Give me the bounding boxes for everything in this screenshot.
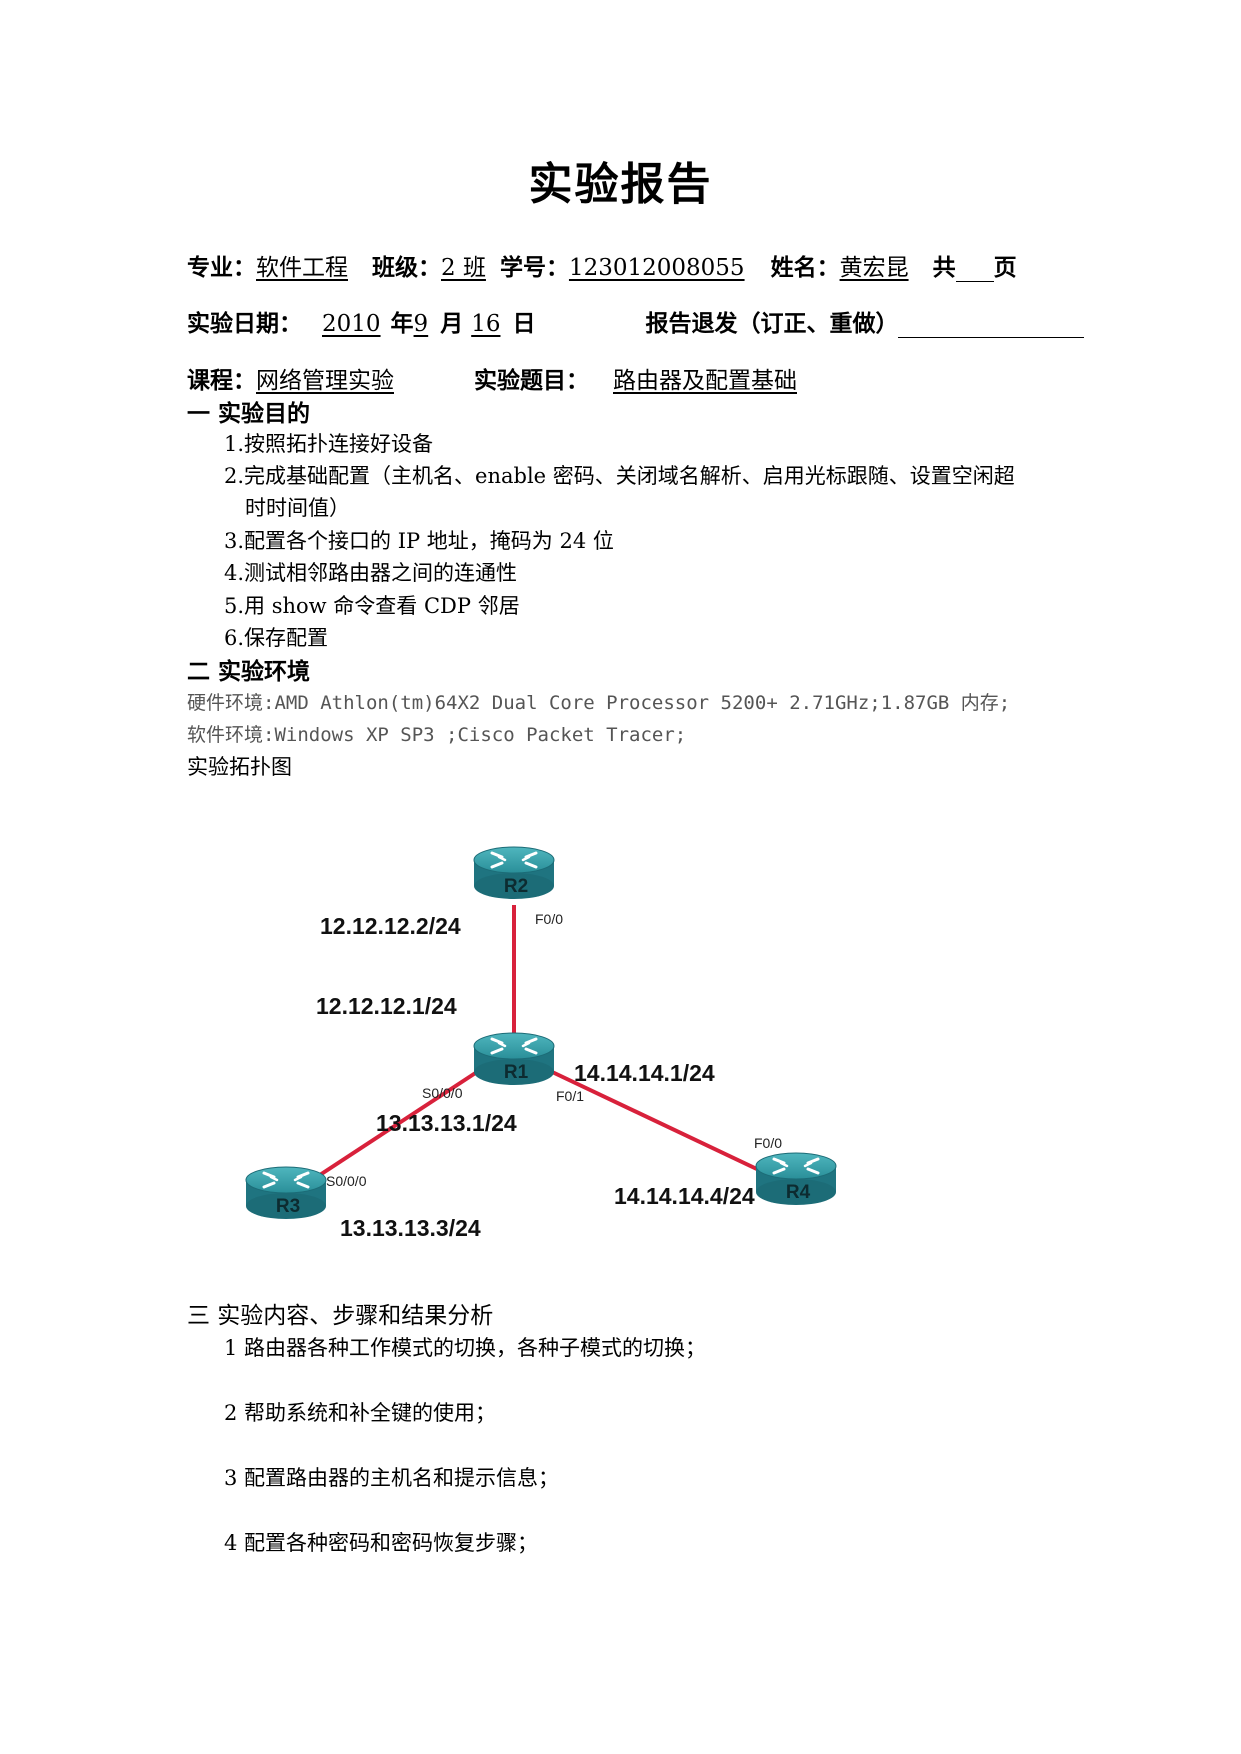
return-label: 报告退发（订正、重做） bbox=[645, 310, 899, 337]
objective-item-continued: 时时间值） bbox=[245, 496, 350, 520]
router-name-r3: R3 bbox=[276, 1196, 300, 1217]
port-r3-s000: S0/0/0 bbox=[326, 1173, 367, 1189]
date-month: 9 bbox=[413, 311, 429, 337]
router-name-r1: R1 bbox=[504, 1062, 529, 1083]
port-r4-f00: F0/0 bbox=[754, 1135, 782, 1151]
id-value: 123012008055 bbox=[568, 255, 745, 281]
objective-item: 1.按照拓扑连接好设备 bbox=[224, 432, 434, 456]
month-unit: 月 bbox=[440, 310, 464, 337]
major-label: 专业： bbox=[187, 254, 256, 281]
section2-heading: 二 实验环境 bbox=[187, 658, 311, 685]
router-name-r4: R4 bbox=[786, 1182, 811, 1203]
address-r3: 13.13.13.3/24 bbox=[340, 1215, 481, 1241]
id-label: 学号： bbox=[499, 254, 569, 281]
return-blank bbox=[898, 315, 1085, 338]
hardware-environment: 硬件环境:AMD Athlon(tm)64X2 Dual Core Proces… bbox=[187, 692, 1011, 714]
class-label: 班级： bbox=[372, 254, 441, 281]
date-year: 2010 bbox=[322, 311, 381, 337]
link-r1-r3 bbox=[298, 1068, 482, 1190]
address-r4: 14.14.14.4/24 bbox=[614, 1183, 755, 1209]
course-value: 网络管理实验 bbox=[256, 368, 394, 394]
address-r1-to-r3: 13.13.13.1/24 bbox=[376, 1110, 517, 1136]
report-title: 实验报告 bbox=[528, 159, 713, 210]
section3-heading: 三 实验内容、步骤和结果分析 bbox=[187, 1303, 494, 1329]
pages-pre-label: 共 bbox=[932, 254, 956, 281]
pages-blank bbox=[955, 259, 994, 282]
name-value: 黄宏昆 bbox=[839, 255, 909, 281]
port-r1-s000: S0/0/0 bbox=[422, 1085, 463, 1101]
port-r2-f00: F0/0 bbox=[535, 911, 563, 927]
date-label: 实验日期： bbox=[187, 310, 302, 337]
course-label: 课程： bbox=[187, 367, 256, 394]
class-value: 2 班 bbox=[441, 255, 486, 281]
objective-item: 4.测试相邻路由器之间的连通性 bbox=[224, 561, 518, 585]
content-item: 1 路由器各种工作模式的切换，各种子模式的切换； bbox=[224, 1336, 707, 1360]
pages-post-label: 页 bbox=[993, 254, 1017, 281]
address-r2: 12.12.12.2/24 bbox=[320, 913, 461, 939]
header-row-student: 专业：软件工程班级：2 班学号：123012008055 姓名：黄宏昆共 页 bbox=[187, 248, 1017, 282]
header-row-course: 课程：网络管理实验 实验题目： 路由器及配置基础 bbox=[187, 361, 821, 395]
address-r1-to-r4: 14.14.14.1/24 bbox=[574, 1060, 715, 1086]
section1-heading: 一 实验目的 bbox=[187, 400, 311, 427]
objective-item: 3.配置各个接口的 IP 地址，掩码为 24 位 bbox=[224, 529, 614, 553]
topic-label: 实验题目： bbox=[474, 367, 589, 394]
name-label: 姓名： bbox=[770, 254, 840, 281]
year-unit: 年 bbox=[390, 310, 414, 337]
link-r1-r4 bbox=[547, 1068, 781, 1182]
objective-item: 2.完成基础配置（主机名、enable 密码、关闭域名解析、启用光标跟随、设置空… bbox=[224, 464, 1015, 488]
date-day: 16 bbox=[471, 311, 501, 337]
content-item: 3 配置路由器的主机名和提示信息； bbox=[224, 1466, 560, 1490]
port-r1-f01: F0/1 bbox=[556, 1088, 584, 1104]
router-name-r2: R2 bbox=[504, 876, 528, 897]
day-unit: 日 bbox=[512, 310, 536, 337]
topology-label: 实验拓扑图 bbox=[187, 755, 292, 779]
topic-value: 路由器及配置基础 bbox=[613, 368, 797, 394]
objective-item: 5.用 show 命令查看 CDP 邻居 bbox=[224, 594, 520, 618]
content-item: 4 配置各种密码和密码恢复步骤； bbox=[224, 1531, 539, 1555]
objective-item: 6.保存配置 bbox=[224, 626, 329, 650]
major-value: 软件工程 bbox=[256, 255, 348, 281]
address-r1-to-r2: 12.12.12.1/24 bbox=[316, 993, 457, 1019]
software-environment: 软件环境:Windows XP SP3 ;Cisco Packet Tracer… bbox=[187, 724, 687, 746]
content-item: 2 帮助系统和补全键的使用； bbox=[224, 1401, 497, 1425]
